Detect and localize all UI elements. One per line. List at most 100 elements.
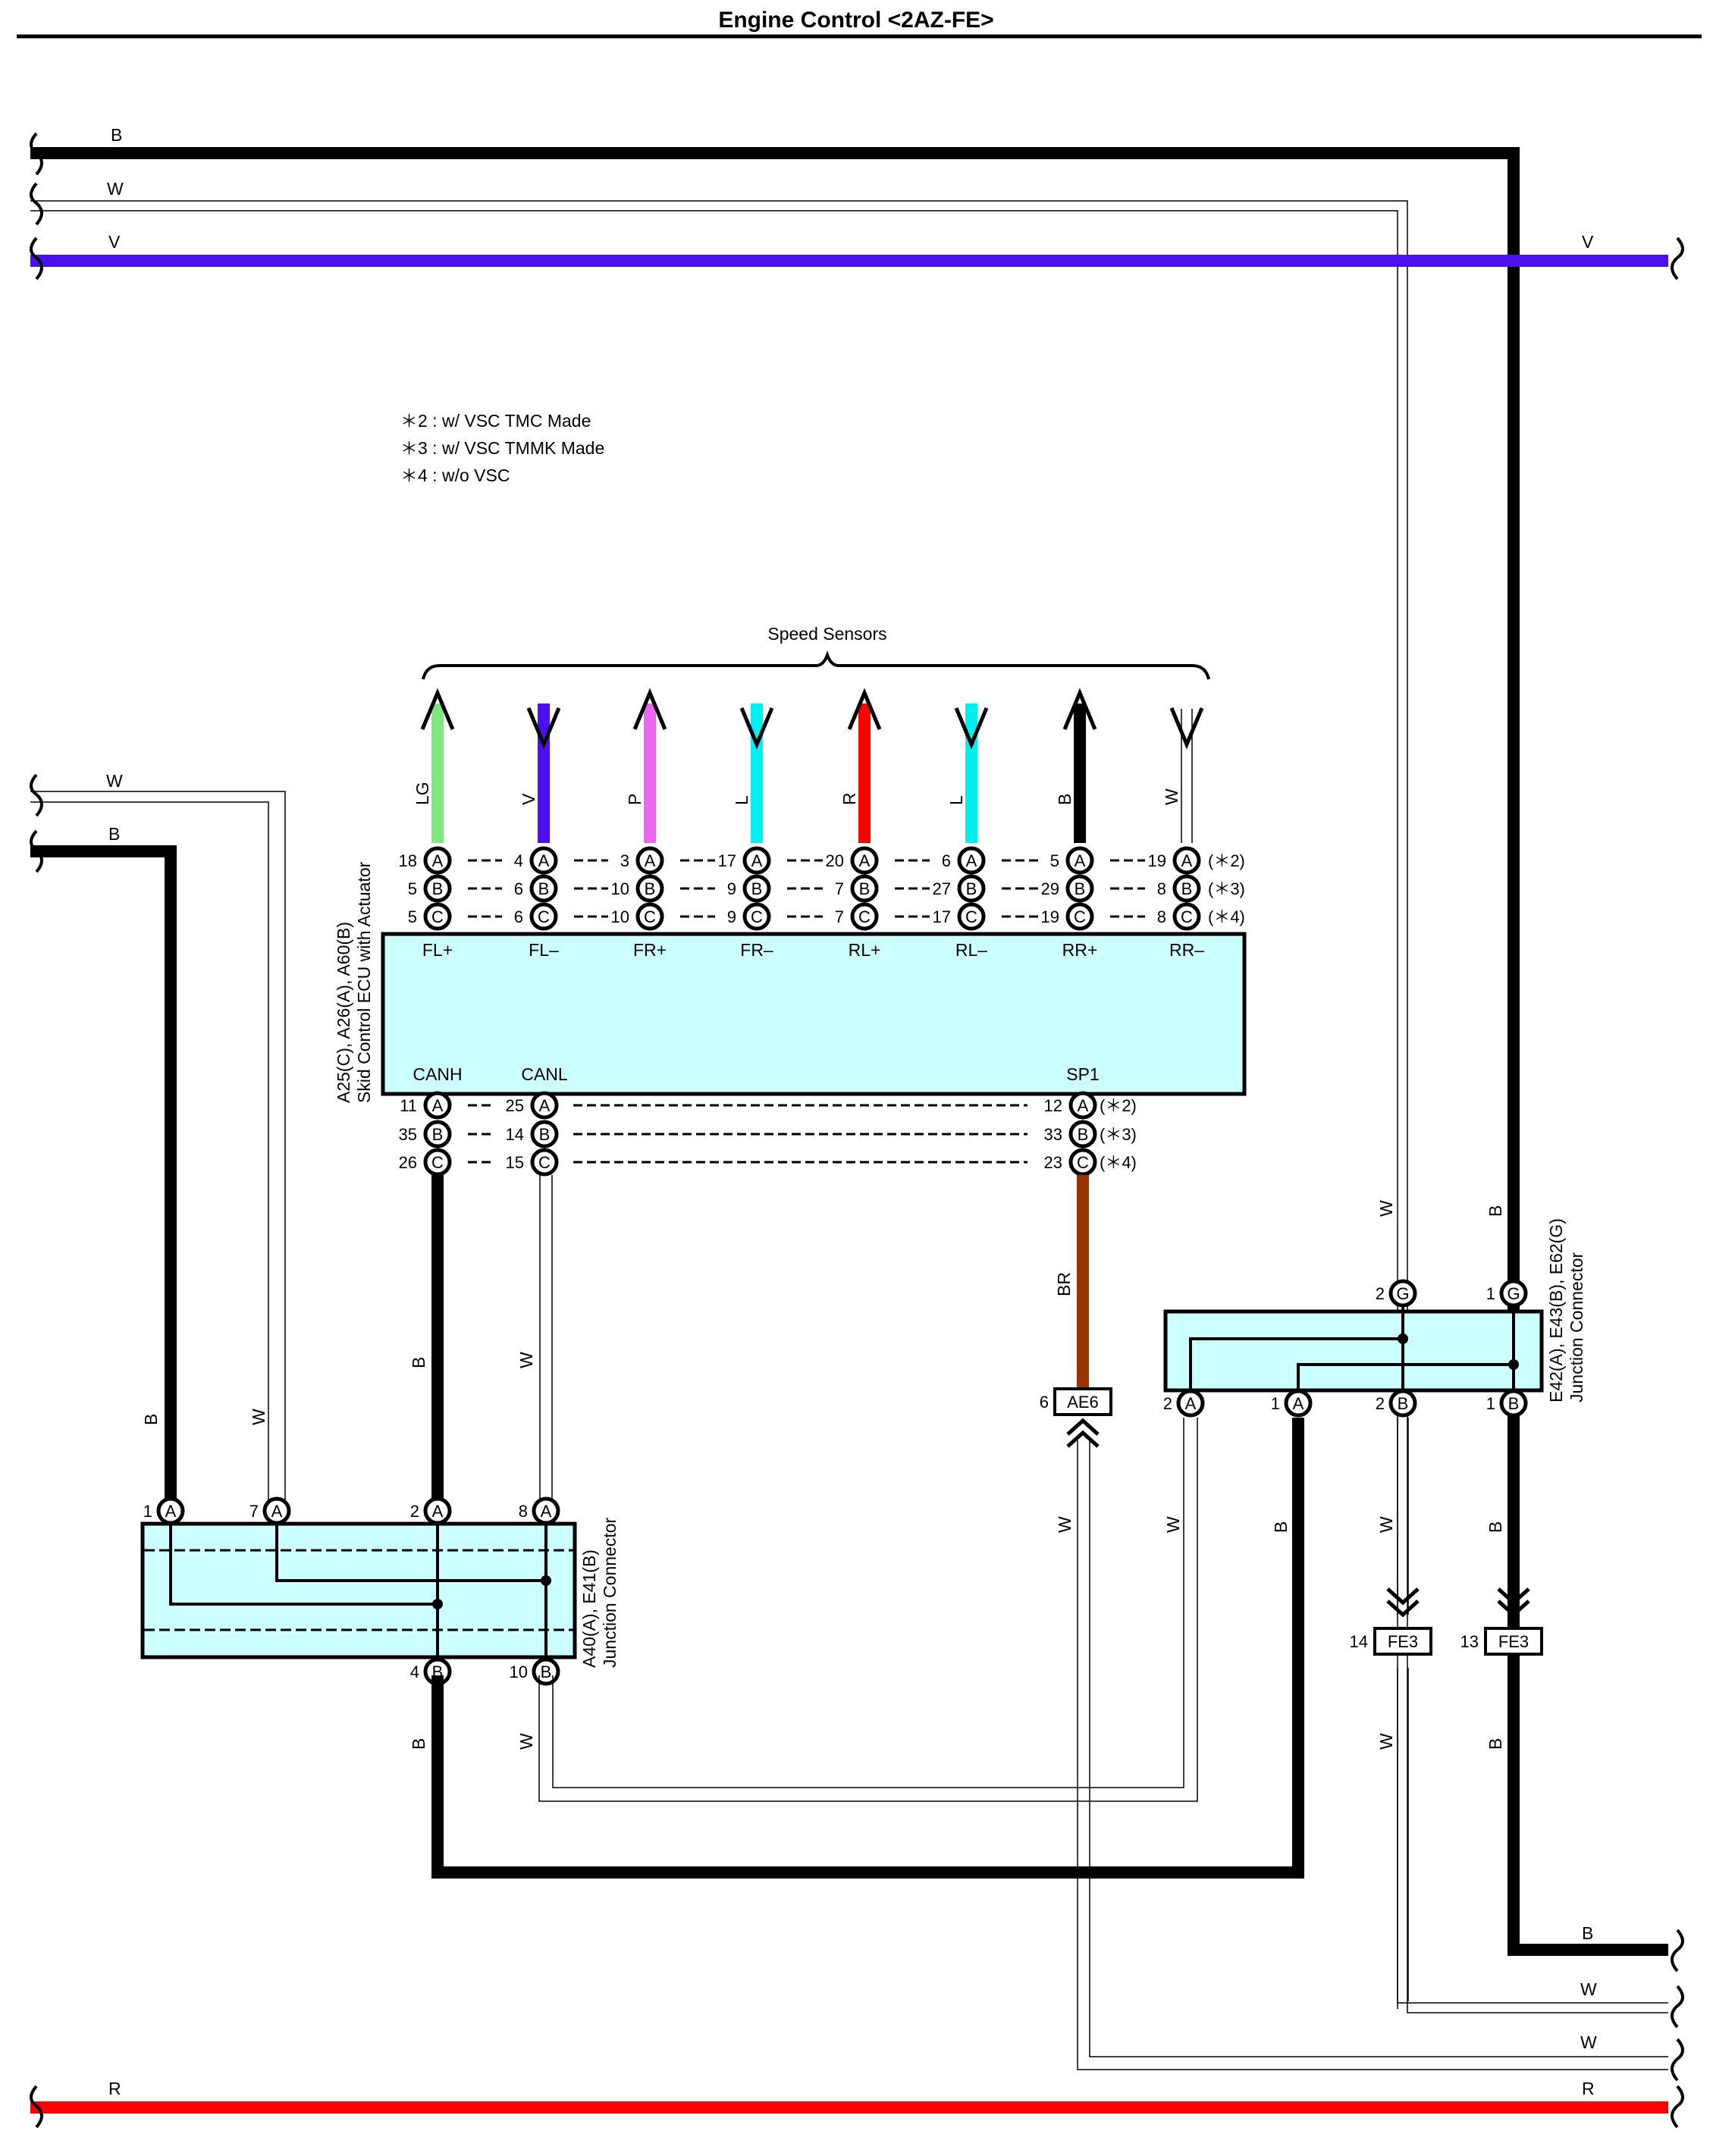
ecu-top-terminal-B-1 xyxy=(529,874,558,903)
label-top-w: W xyxy=(107,179,124,199)
arrow-up-icon xyxy=(847,688,882,730)
arrow-up-icon xyxy=(632,688,667,730)
ecu-top-terminal-A-6 xyxy=(1065,846,1094,875)
fe3-left-label: FE3 xyxy=(1388,1632,1418,1651)
fe3-left-pin-number: 14 xyxy=(1350,1632,1368,1651)
ecu-top-pin-B-2: 10 xyxy=(611,879,629,898)
ecu-top-pin-C-4: 7 xyxy=(835,907,844,926)
ecu-top-terminal-B-0 xyxy=(423,874,452,903)
ecu-top-terminal-B-6 xyxy=(1065,874,1094,903)
ecu-top-terminal-B-7 xyxy=(1172,874,1201,903)
a40-top-pin-1: 7 xyxy=(249,1502,259,1521)
ecu-bottom-pin-A-2: 12 xyxy=(1044,1096,1062,1115)
a40-bottom-pin-1: 10 xyxy=(510,1662,528,1681)
ecu-top-variant-2: (＊4) xyxy=(1208,907,1245,926)
note-4: ＊4 : w/o VSC xyxy=(400,465,510,485)
e42-bottom-pin-3: 1 xyxy=(1486,1394,1495,1413)
ecu-top-terminal-A-0 xyxy=(423,846,452,875)
e42-connector-name: E42(A), E43(B), E62(G) xyxy=(1546,1218,1566,1402)
arrow-up-icon xyxy=(420,688,455,730)
ecu-top-pin-A-5: 6 xyxy=(942,851,951,870)
e42-bottom-pin-2: 2 xyxy=(1376,1394,1385,1413)
ecu-terminal-label-3: FR– xyxy=(740,940,773,960)
fe3-left-chevron-down-icon xyxy=(1386,1587,1420,1618)
label-canl-w: W xyxy=(516,1352,536,1368)
e42-bottom-terminal-3-letter: B xyxy=(1508,1394,1520,1413)
speed-sensor-wire-5: R xyxy=(839,688,882,843)
ecu-bottom-variant-1: (＊3) xyxy=(1100,1125,1137,1144)
a40-junction-box xyxy=(140,1521,577,1659)
ecu-bottom-pin-C-2: 23 xyxy=(1044,1153,1062,1172)
ecu-terminal-label-7: RR– xyxy=(1169,940,1204,960)
ecu-top-pin-B-0: 5 xyxy=(408,879,417,898)
ecu-top-pin-A-4: 20 xyxy=(826,851,844,870)
e42-top-pin-0: 2 xyxy=(1376,1284,1385,1303)
wire-a40-4-b xyxy=(431,1418,1304,1879)
e42-bottom-pin-1: 1 xyxy=(1271,1394,1280,1413)
ecu-top-terminal-C-2-letter: C xyxy=(644,907,656,926)
label-canh-b: B xyxy=(409,1357,428,1368)
a40-top-pin-3: 8 xyxy=(519,1502,528,1521)
note-3: ＊3 : w/ VSC TMMK Made xyxy=(400,438,604,458)
ecu-terminal-label-6: RR+ xyxy=(1062,940,1098,960)
fe3-left-box xyxy=(1373,1627,1432,1656)
label-a40-4-b: B xyxy=(409,1738,428,1750)
e42-internal-w xyxy=(1189,1305,1404,1402)
arrow-down-icon xyxy=(739,707,774,750)
e42-top-pin-1: 1 xyxy=(1486,1284,1495,1303)
ecu-top-pin-B-4: 7 xyxy=(835,879,844,898)
a40-top-terminal-1 xyxy=(262,1496,291,1525)
wire-ae6-w xyxy=(1077,1440,1668,2070)
label-j1b-b: B xyxy=(1486,1521,1505,1533)
arrow-down-icon xyxy=(954,707,989,750)
e42-bottom-terminal-2-letter: B xyxy=(1398,1394,1409,1413)
a40-bottom-pin-0: 4 xyxy=(410,1662,419,1681)
speed-sensor-wire-3: P xyxy=(625,688,667,843)
ecu-top-terminal-C-1-letter: C xyxy=(538,907,550,926)
e42-bottom-pin-0: 2 xyxy=(1163,1394,1172,1413)
ecu-top-terminal-A-1 xyxy=(529,846,558,875)
e42-bottom-terminal-0 xyxy=(1176,1389,1205,1418)
label-left-w-vert: W xyxy=(249,1409,268,1425)
ae6-label: AE6 xyxy=(1067,1393,1099,1412)
ecu-top-terminal-A-6-letter: A xyxy=(1075,851,1086,870)
ecu-bottom-terminal-A-0 xyxy=(423,1091,452,1120)
a40-internal-w xyxy=(275,1522,547,1659)
label-sp1-br: BR xyxy=(1054,1272,1074,1296)
ecu-top-terminal-B-6-letter: B xyxy=(1075,879,1086,898)
e42-top-terminal-0-letter: G xyxy=(1396,1284,1409,1303)
wire-a40-10-w-outer xyxy=(538,1418,1198,1802)
label-a40-10-w: W xyxy=(516,1733,536,1750)
label-bottom-w2: W xyxy=(1580,2032,1597,2052)
ecu-terminal-label-0: FL+ xyxy=(422,940,453,960)
ecu-terminal-label-2: FR+ xyxy=(633,940,667,960)
label-bottom-w1: W xyxy=(1580,1979,1597,1999)
skid-control-ecu-box xyxy=(381,932,1247,1096)
speed-sensor-wire-4: L xyxy=(732,704,774,843)
ecu-top-pin-C-3: 9 xyxy=(727,907,736,926)
ecu-top-terminal-C-5 xyxy=(957,902,986,931)
ae6-chevron-up-icon xyxy=(1066,1418,1100,1448)
a40-top-pin-0: 1 xyxy=(143,1502,152,1521)
wire-a40-10-w-inner xyxy=(552,1418,1184,1788)
note-2: ＊2 : w/ VSC TMC Made xyxy=(400,411,591,431)
notes: ＊2 : w/ VSC TMC Made ＊3 : w/ VSC TMMK Ma… xyxy=(400,411,604,485)
label-right-v: V xyxy=(1582,232,1594,252)
wire-w-top-inner xyxy=(30,210,1668,2004)
e42-splice-b xyxy=(1508,1359,1519,1370)
wire-canl-w xyxy=(539,1175,553,1505)
e42-bottom-terminal-1 xyxy=(1284,1389,1313,1418)
ecu-top-terminal-C-7 xyxy=(1172,902,1201,931)
fe3-right-pin-number: 13 xyxy=(1460,1632,1479,1651)
break-marks xyxy=(30,132,1684,2129)
wire-left-b xyxy=(30,845,177,1505)
ecu-bottom-terminal-label-1: CANL xyxy=(521,1064,568,1084)
label-fe3-14-w: W xyxy=(1376,1733,1396,1750)
ecu-bottom-terminal-C-0-letter: C xyxy=(431,1153,444,1172)
ecu-top-terminal-B-2-letter: B xyxy=(645,879,656,898)
ecu-bottom-terminal-B-2 xyxy=(1068,1120,1097,1149)
ecu-top-terminal-B-2 xyxy=(635,874,664,903)
ecu-bottom-terminal-A-0-letter: A xyxy=(432,1096,444,1115)
